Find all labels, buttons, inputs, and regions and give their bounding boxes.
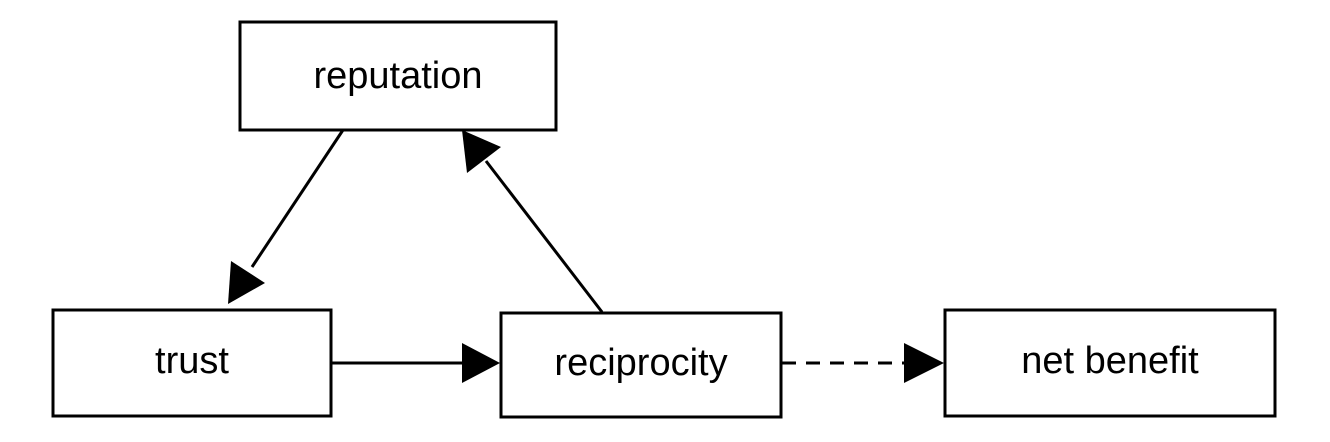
node-reputation: reputation [238, 20, 558, 132]
edge-reciprocity-to-reputation [462, 130, 604, 313]
node-reciprocity: reciprocity [499, 311, 783, 419]
node-trust-label: trust [155, 340, 229, 382]
node-trust: trust [51, 308, 333, 418]
edge-trust-to-reciprocity [331, 343, 500, 383]
edge-reciprocity-to-net-benefit [782, 343, 944, 383]
node-net-benefit-label: net benefit [1021, 340, 1199, 382]
node-reputation-label: reputation [313, 55, 482, 97]
arrowhead-icon [462, 343, 500, 383]
node-net-benefit: net benefit [943, 308, 1277, 418]
arrowhead-icon [904, 343, 944, 383]
edge-reputation-to-trust [228, 129, 345, 304]
node-reciprocity-label: reciprocity [554, 342, 727, 384]
arrowhead-icon [228, 261, 265, 304]
arrowhead-icon [462, 130, 501, 173]
